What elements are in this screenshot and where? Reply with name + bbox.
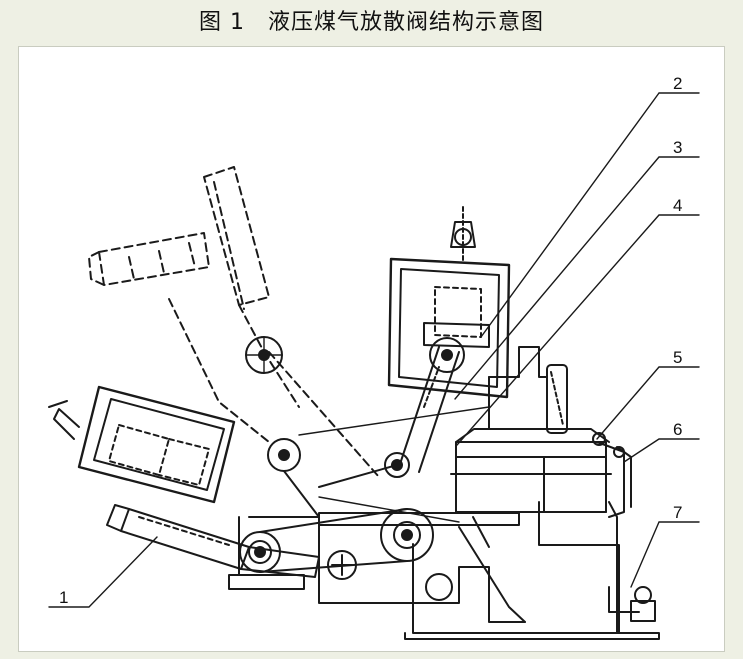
valve-stem-right xyxy=(318,337,465,488)
upper-body xyxy=(450,346,632,518)
valve-plate-open xyxy=(48,385,236,504)
construction-lines xyxy=(298,406,490,523)
callout-6: 6 xyxy=(673,420,682,439)
callout-7: 7 xyxy=(673,503,682,522)
figure-panel: 2 3 4 5 6 7 1 xyxy=(18,46,725,652)
callout-leaders xyxy=(48,92,700,608)
callout-5: 5 xyxy=(673,348,682,367)
callout-labels: 2 3 4 5 6 7 1 xyxy=(59,74,682,607)
hydraulic-cylinder xyxy=(106,504,320,578)
pivot-upper-left xyxy=(245,336,283,374)
valve-drawing xyxy=(48,92,700,640)
figure-title: 图 1 液压煤气放散阀结构示意图 xyxy=(199,10,544,35)
callout-2: 2 xyxy=(673,74,682,93)
base-housing xyxy=(228,501,660,640)
callout-4: 4 xyxy=(673,196,682,215)
callout-3: 3 xyxy=(673,138,682,157)
valve-plate-raised xyxy=(387,206,511,399)
callout-1: 1 xyxy=(59,588,68,607)
